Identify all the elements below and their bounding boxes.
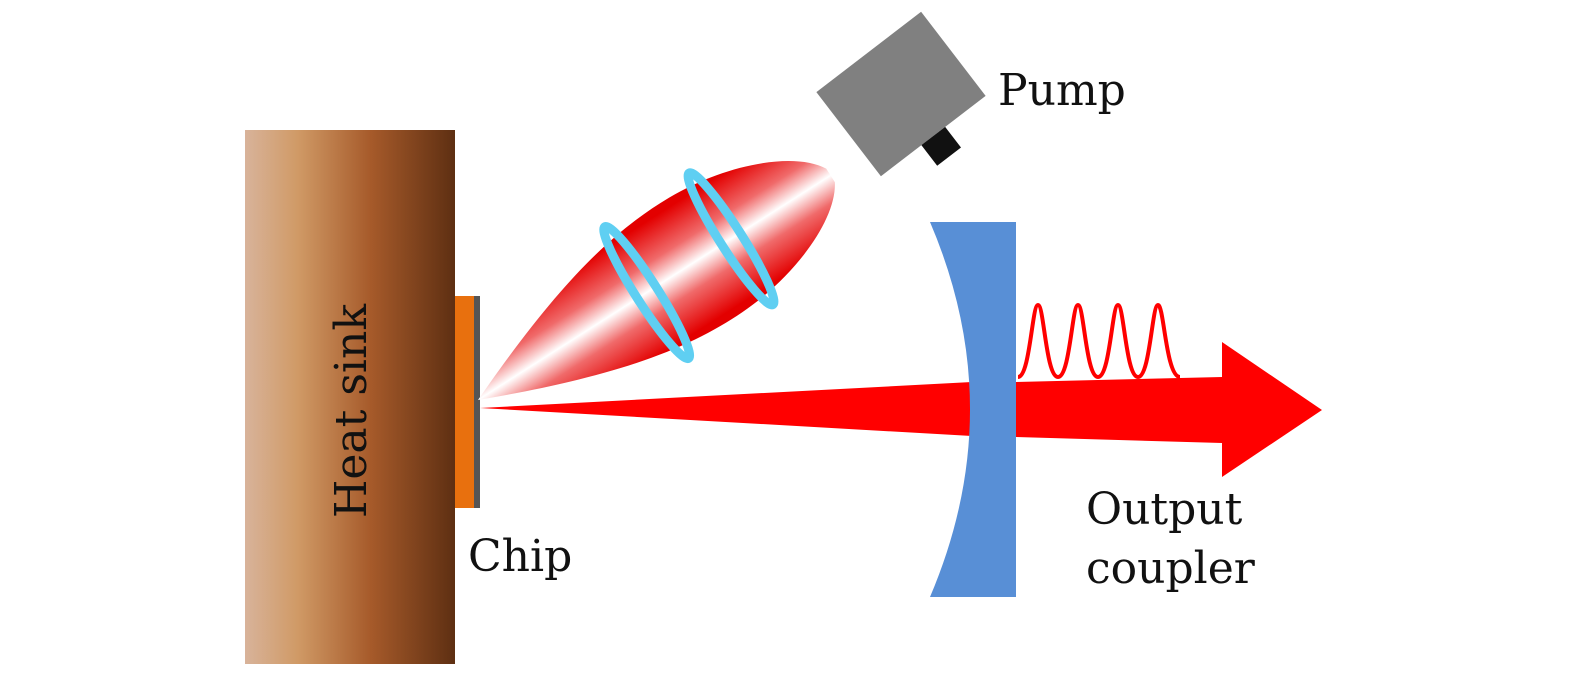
pump-laser-diode (816, 11, 986, 177)
pump-label: Pump (998, 65, 1126, 116)
pump-beam (478, 161, 835, 400)
pump-body (816, 11, 986, 177)
chip-label: Chip (468, 531, 572, 582)
focusing-lens-1 (599, 221, 695, 364)
focusing-lens-2 (683, 168, 779, 310)
pulse-train-waveform (1016, 302, 1181, 380)
pump-nozzle (921, 126, 961, 166)
chip-facet (474, 296, 480, 508)
output-coupler-mirror (930, 222, 1016, 597)
output-coupler-label-line2: coupler (1086, 543, 1256, 594)
heat-sink-label: Heat sink (326, 304, 377, 518)
heat-sink-block (245, 130, 455, 664)
output-coupler-label-line1: Output (1086, 484, 1243, 535)
cavity-beam (480, 382, 972, 436)
output-beam-arrow (1016, 342, 1322, 477)
gain-chip (455, 296, 474, 508)
